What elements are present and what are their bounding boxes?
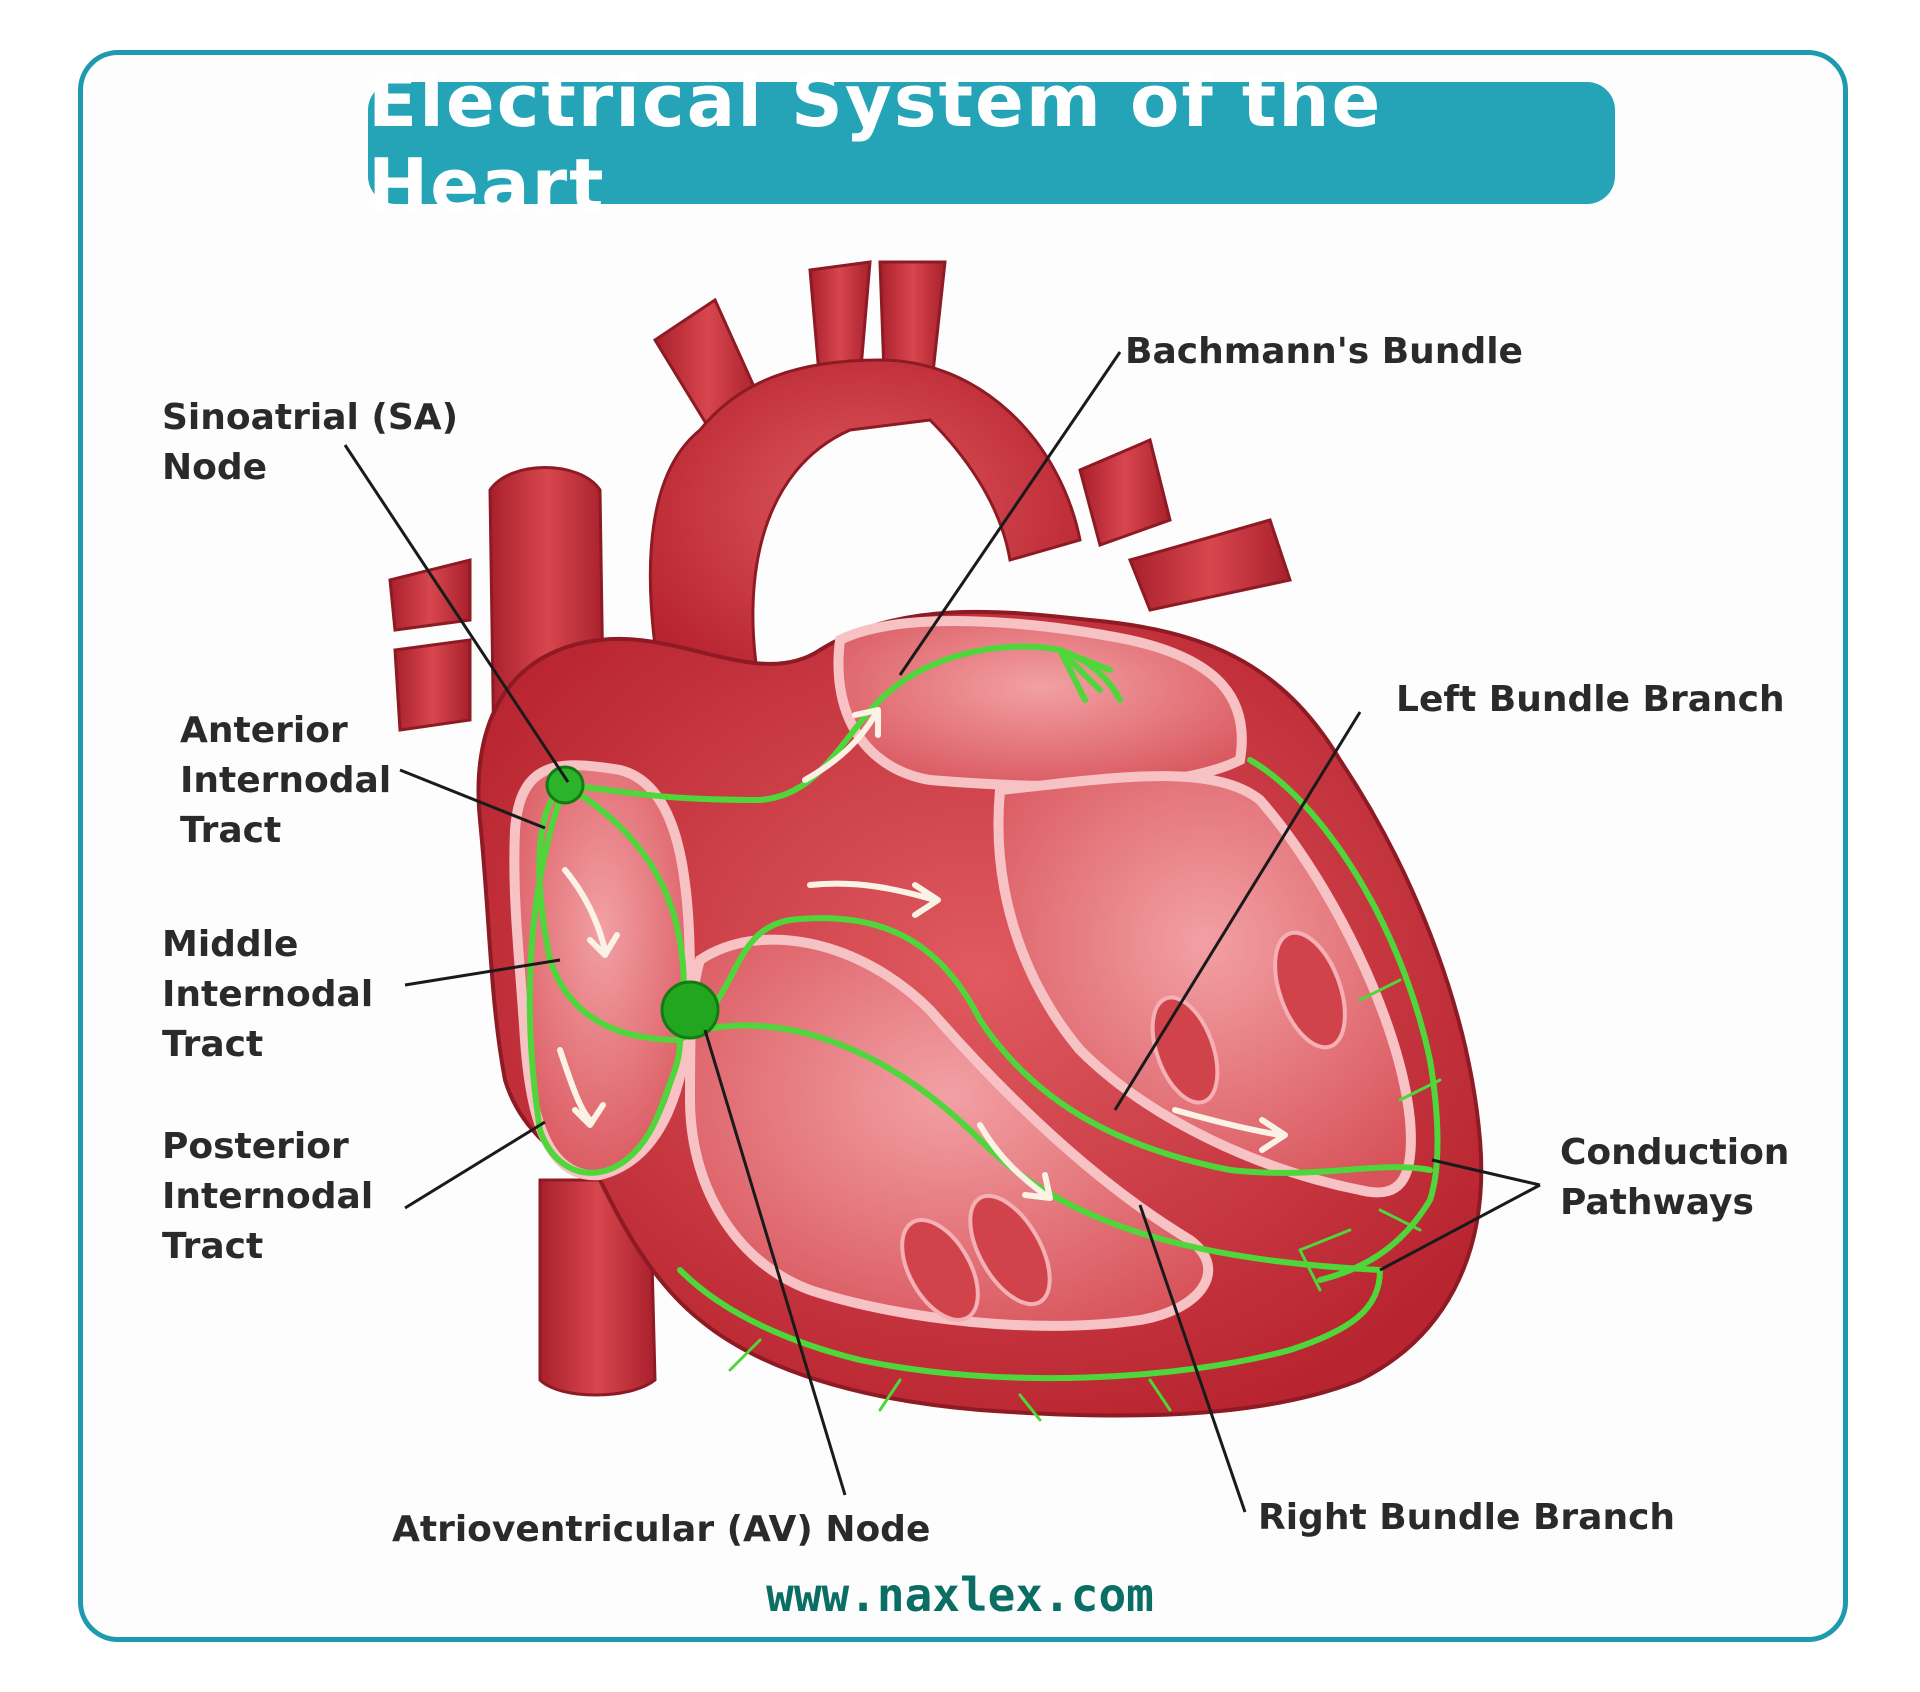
leader-posterior xyxy=(404,1120,546,1210)
left-bundle-pathway xyxy=(1247,757,1441,1283)
sa-node xyxy=(545,765,585,805)
label-right-bundle-branch: Right Bundle Branch xyxy=(1258,1497,1676,1538)
atrial-loop xyxy=(536,782,683,1043)
label-sa-node: Sinoatrial (SA) Node xyxy=(162,397,459,488)
leader-left-bundle xyxy=(1113,711,1362,1111)
leader-middle xyxy=(404,958,561,987)
purkinje-fibers xyxy=(728,978,1442,1422)
leader-anterior xyxy=(399,768,546,830)
right-bundle-pathway xyxy=(677,1022,1384,1382)
label-middle-internodal-tract: Middle Internodal Tract xyxy=(162,924,374,1065)
posterior-internodal-pathway xyxy=(526,782,683,1176)
leader-right-bundle xyxy=(1138,1204,1247,1513)
flow-arrows xyxy=(557,707,1288,1201)
av-node xyxy=(660,980,720,1040)
leader-conduction-b xyxy=(1379,1183,1541,1272)
bachmann-bundle-pathway xyxy=(1057,647,1123,703)
label-av-node: Atrioventricular (AV) Node xyxy=(392,1509,931,1550)
his-bundle xyxy=(677,915,1433,1176)
label-left-bundle-branch: Left Bundle Branch xyxy=(1396,679,1785,720)
leader-bachmann xyxy=(898,351,1122,676)
leader-conduction-a xyxy=(1431,1158,1541,1187)
label-posterior-internodal-tract: Posterior Internodal Tract xyxy=(162,1126,374,1267)
label-anterior-internodal-tract: Anterior Internodal Tract xyxy=(180,710,392,851)
leader-av-node xyxy=(703,1029,847,1496)
leader-lines xyxy=(343,351,1541,1513)
footer-url: www.naxlex.com xyxy=(766,1568,1154,1622)
conduction-system xyxy=(526,643,1442,1422)
label-bachmann-bundle: Bachmann's Bundle xyxy=(1125,331,1523,372)
leader-sa-node xyxy=(343,444,570,783)
label-conduction-pathways: Conduction Pathways xyxy=(1560,1132,1790,1223)
